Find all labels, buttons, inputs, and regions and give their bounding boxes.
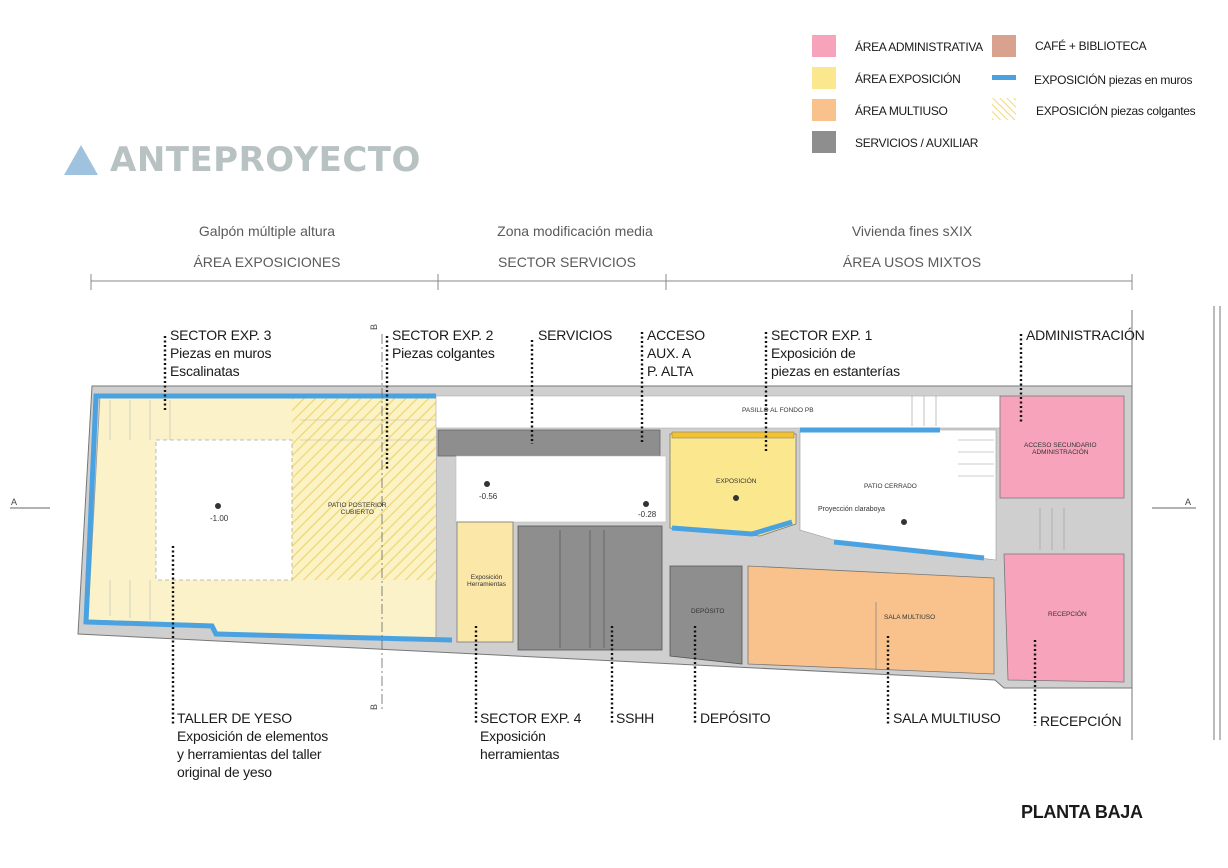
legend-label-exposicion: ÁREA EXPOSICIÓN [855, 72, 961, 86]
zone-2-subtitle: Zona modificación media [497, 223, 653, 239]
callout-sala-multiuso: SALA MULTIUSO [893, 710, 1001, 726]
callout-taller-de-yeso: TALLER DE YESO Exposición de elementos y… [177, 710, 329, 780]
shelf-strip [671, 431, 795, 439]
corridor [435, 395, 1001, 429]
callout-recepcion: RECEPCIÓN [1040, 713, 1122, 729]
wall-exhibition-line-sector-1 [671, 519, 793, 537]
zone-1-subtitle: Galpón múltiple altura [198, 223, 336, 239]
room-label-exposicion: EXPOSICIÓN [716, 478, 757, 485]
multipurpose-room [747, 565, 995, 675]
section-mark-a-left: A [11, 497, 18, 507]
legend-label-multiuso: ÁREA MULTIUSO [855, 104, 948, 118]
callout-servicios: SERVICIOS [538, 327, 613, 343]
room-label-patio-cerrado: PATIO CERRADO [864, 483, 917, 490]
room-label-deposito: DEPÓSITO [691, 608, 725, 615]
callout-sector-exp-2: SECTOR EXP. 2 Piezas colgantes [392, 327, 495, 361]
sheet-label: PLANTA BAJA [1021, 802, 1143, 822]
level-label-3: -0.28 [638, 510, 657, 519]
callout-administracion: ADMINISTRACIÓN [1026, 327, 1145, 343]
callout-leaders [163, 332, 1037, 726]
section-mark-a-right: A [1185, 497, 1192, 507]
room-label-exposicion-herramientas: Exposición Herramientas [467, 574, 507, 588]
section-mark-b-top: B [369, 323, 380, 331]
legend-swatch-servicios [812, 131, 836, 153]
double-height-void [155, 439, 293, 581]
wall-exhibition-line-sector-3 [83, 393, 453, 643]
hanging-pieces-area [292, 396, 436, 580]
callout-acceso-aux: ACCESO AUX. A P. ALTA [647, 327, 705, 379]
callout-sshh: SSHH [616, 710, 655, 726]
room-label-patio-posterior: PATIO POSTERIOR CUBIERTO [328, 502, 387, 516]
legend-swatch-cafe [992, 35, 1016, 57]
legend-label-servicios: SERVICIOS / AUXILIAR [855, 136, 979, 150]
room-label-sala-multiuso: SALA MULTIUSO [884, 614, 936, 621]
level-markers [215, 481, 907, 525]
services-block [437, 429, 661, 457]
legend-label-admin: ÁREA ADMINISTRATIVA [855, 40, 983, 54]
zone-3-title: ÁREA USOS MIXTOS [842, 254, 982, 270]
reception-room [1003, 553, 1125, 683]
level-label-2: -0.56 [479, 492, 498, 501]
room-label-acceso-secundario: ACCESO SECUNDARIO ADMINISTRACIÓN [1024, 442, 1097, 456]
zone-dimension-line [90, 274, 1133, 290]
legend-swatch-admin [812, 35, 836, 57]
project-title: ANTEPROYECTO [64, 140, 421, 180]
stair-lines [109, 400, 436, 620]
legend-swatch-exposicion [812, 67, 836, 89]
legend-swatch-wall-pieces [992, 75, 1016, 80]
neighbor-wall-lines [1131, 306, 1221, 740]
legend-label-hanging-pieces: EXPOSICIÓN piezas colgantes [1036, 104, 1196, 118]
room-label-recepcion: RECEPCIÓN [1048, 611, 1087, 618]
tools-exhibition-room [456, 521, 514, 643]
triangle-icon [64, 145, 98, 175]
legend-label-cafe: CAFÉ + BIBLIOTECA [1035, 39, 1147, 53]
admin-room [999, 395, 1125, 499]
restroom-partitions [559, 530, 605, 648]
level-label-1: -1.00 [210, 514, 229, 523]
legend-swatch-multiuso [812, 99, 836, 121]
zone-1-title: ÁREA EXPOSICIONES [193, 254, 341, 270]
zone-3-subtitle: Vivienda fines sXIX [851, 223, 973, 239]
callout-sector-exp-4: SECTOR EXP. 4 Exposición herramientas [480, 710, 582, 762]
room-label-pasillo: PASILLO AL FONDO PB [742, 407, 814, 414]
room-label-proyeccion: Proyección claraboya [818, 506, 885, 513]
section-mark-b-bottom: B [369, 703, 380, 711]
storage-room [669, 565, 743, 665]
legend-label-wall-pieces: EXPOSICIÓN piezas en muros [1034, 73, 1193, 87]
wall-exhibition-line-patio-bottom [833, 539, 985, 561]
zone-2-title: SECTOR SERVICIOS [498, 254, 636, 270]
legend-swatch-hanging-pieces [992, 98, 1016, 120]
callout-sector-exp-3: SECTOR EXP. 3 Piezas en muros Escalinata… [170, 327, 272, 379]
callout-deposito: DEPÓSITO [700, 710, 771, 726]
project-title-text: ANTEPROYECTO [110, 140, 421, 180]
right-stair [911, 396, 1065, 550]
services-open-area [455, 455, 667, 523]
callout-sector-exp-1: SECTOR EXP. 1 Exposición de piezas en es… [771, 327, 900, 379]
shelf-exhibition-room [669, 433, 797, 537]
